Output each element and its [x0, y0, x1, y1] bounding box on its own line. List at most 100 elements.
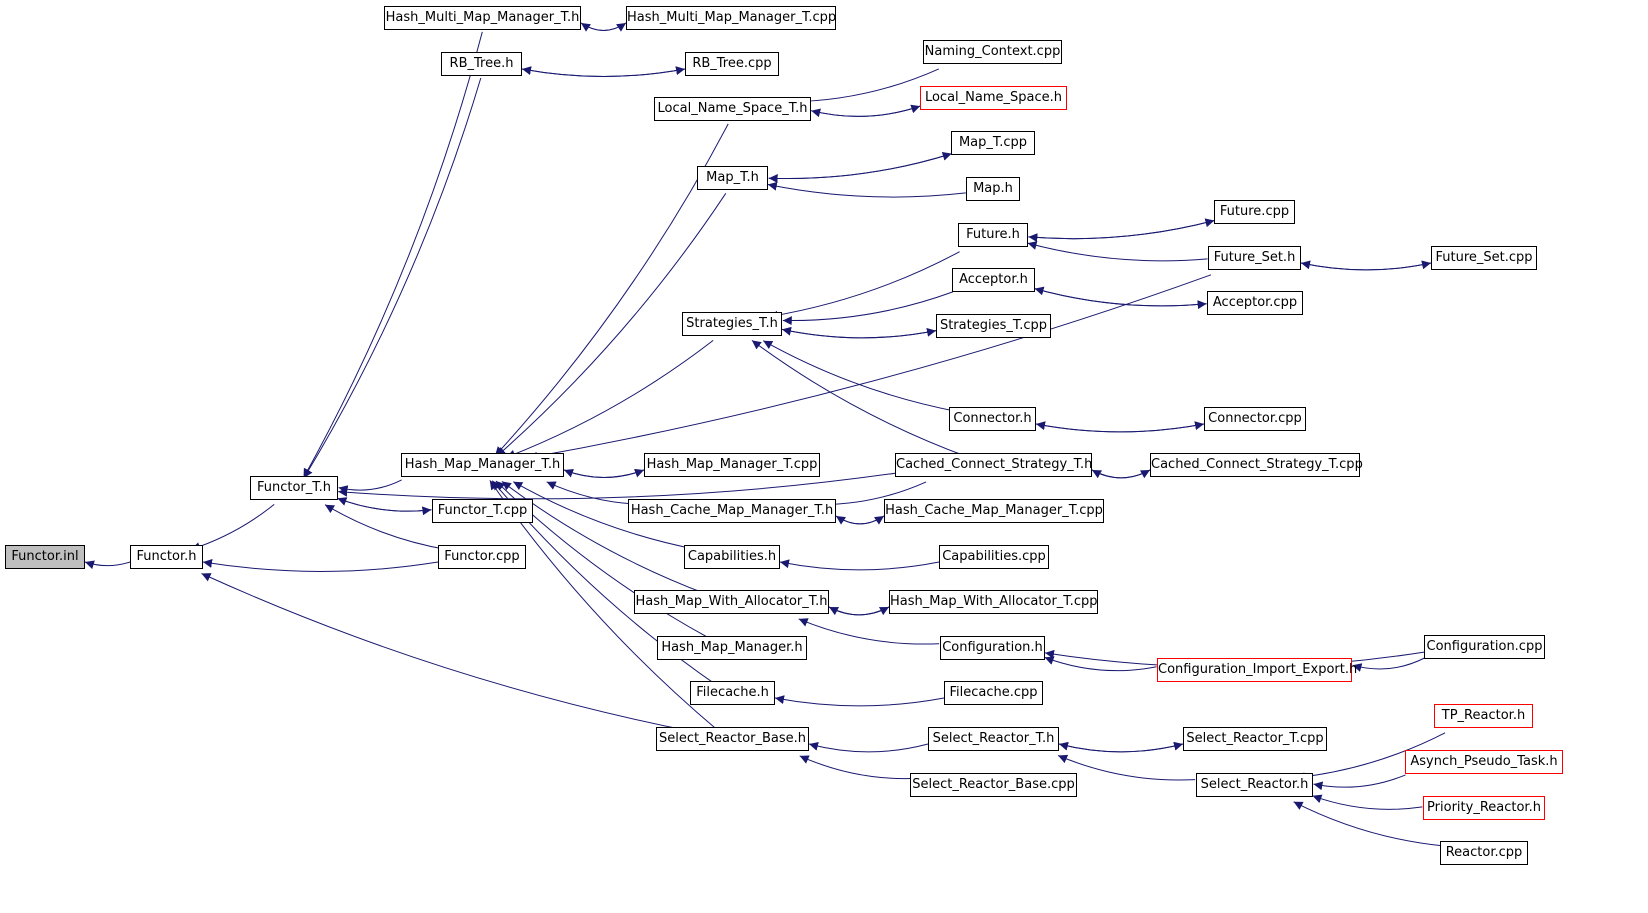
node-asynch-pseudo-task-h[interactable]: Asynch_Pseudo_Task.h	[1405, 750, 1563, 774]
edge-tp-reactor-h-to-sr-h	[1295, 732, 1446, 782]
node-connector-cpp[interactable]: Connector.cpp	[1204, 407, 1306, 431]
node-functor-h[interactable]: Functor.h	[130, 545, 203, 569]
node-functor-t-h[interactable]: Functor_T.h	[250, 476, 338, 500]
edge-srb-h-to-functor-h	[201, 573, 694, 733]
edge-future-h-to-future-cpp	[1028, 218, 1215, 240]
node-future-set-h[interactable]: Future_Set.h	[1208, 246, 1301, 270]
node-filecache-h[interactable]: Filecache.h	[690, 681, 775, 705]
edge-hmwa-t-h-to-hmwa-t-cpp	[828, 606, 890, 616]
edge-ccs-t-h-to-ccs-t-cpp	[1091, 469, 1151, 479]
edge-ccs-t-h-to-functor-t-h	[338, 472, 896, 500]
node-functor-inl[interactable]: Functor.inl	[5, 545, 85, 569]
edge-functor-h-to-functor-inl	[84, 560, 131, 570]
edge-capabilities-h-to-hmm-t-h	[513, 481, 698, 551]
edge-lns-t-h-to-hmm-t-h	[494, 123, 729, 457]
edge-map-t-h-to-hmm-t-h	[496, 193, 727, 457]
node-configuration-import-export-h[interactable]: Configuration_Import_Export.h	[1157, 658, 1357, 682]
node-configuration-h[interactable]: Configuration.h	[940, 636, 1045, 660]
node-local-name-space-t-h[interactable]: Local_Name_Space_T.h	[654, 97, 811, 121]
edge-map-h-to-map-t-h	[767, 181, 966, 198]
edge-rb-tree-h-to-functor-t-h	[303, 77, 482, 479]
node-connector-h[interactable]: Connector.h	[949, 407, 1036, 431]
node-naming-context-cpp[interactable]: Naming_Context.cpp	[923, 40, 1062, 64]
node-tp-reactor-h[interactable]: TP_Reactor.h	[1434, 704, 1533, 728]
node-hash-cache-map-manager-t-cpp[interactable]: Hash_Cache_Map_Manager_T.cpp	[884, 499, 1104, 523]
node-functor-cpp[interactable]: Functor.cpp	[438, 545, 526, 569]
edge-future-h-to-strategies-t-h	[768, 251, 960, 320]
node-hash-map-with-allocator-t-h[interactable]: Hash_Map_With_Allocator_T.h	[634, 590, 829, 614]
node-capabilities-h[interactable]: Capabilities.h	[684, 545, 780, 569]
node-configuration-cpp[interactable]: Configuration.cpp	[1424, 635, 1545, 659]
node-strategies-t-h[interactable]: Strategies_T.h	[682, 312, 782, 336]
node-select-reactor-t-cpp[interactable]: Select_Reactor_T.cpp	[1183, 727, 1327, 751]
node-map-t-cpp[interactable]: Map_T.cpp	[951, 131, 1035, 155]
edge-connector-h-to-connector-cpp	[1035, 421, 1205, 433]
node-select-reactor-h[interactable]: Select_Reactor.h	[1196, 773, 1313, 797]
node-future-set-cpp[interactable]: Future_Set.cpp	[1431, 246, 1537, 270]
edge-functor-t-h-to-functor-t-cpp	[337, 497, 432, 516]
node-select-reactor-base-cpp[interactable]: Select_Reactor_Base.cpp	[910, 773, 1077, 797]
edge-connector-h-to-strategies-t-h	[762, 340, 958, 413]
node-future-h[interactable]: Future.h	[958, 223, 1028, 247]
node-hash-multi-map-manager-t-cpp[interactable]: Hash_Multi_Map_Manager_T.cpp	[626, 6, 836, 30]
edge-functor-t-cpp-to-functor-t-h	[337, 497, 432, 512]
edge-future-set-h-to-future-h	[1027, 241, 1208, 262]
node-priority-reactor-h[interactable]: Priority_Reactor.h	[1423, 796, 1545, 820]
edge-acceptor-h-to-acceptor-cpp	[1034, 288, 1207, 310]
edge-hcmm-t-h-to-hcmm-t-cpp	[835, 515, 885, 525]
edge-capabilities-cpp-to-capabilities-h	[779, 559, 940, 571]
node-filecache-cpp[interactable]: Filecache.cpp	[944, 681, 1043, 705]
edge-hmmm-t-h-to-functor-t-h	[303, 31, 483, 479]
node-map-t-h[interactable]: Map_T.h	[697, 166, 768, 190]
node-functor-t-cpp[interactable]: Functor_T.cpp	[432, 499, 533, 523]
node-hash-map-manager-t-cpp[interactable]: Hash_Map_Manager_T.cpp	[644, 453, 820, 477]
node-reactor-cpp[interactable]: Reactor.cpp	[1440, 841, 1528, 865]
edge-acceptor-cpp-to-acceptor-h	[1034, 286, 1207, 307]
edge-sr-t-h-to-srb-h	[808, 741, 929, 753]
node-strategies-t-cpp[interactable]: Strategies_T.cpp	[936, 314, 1051, 338]
node-select-reactor-base-h[interactable]: Select_Reactor_Base.h	[656, 727, 809, 751]
node-acceptor-cpp[interactable]: Acceptor.cpp	[1207, 291, 1303, 315]
edge-lns-t-h-to-lns-h	[811, 104, 921, 117]
node-map-h[interactable]: Map.h	[966, 177, 1020, 201]
node-capabilities-cpp[interactable]: Capabilities.cpp	[939, 545, 1049, 569]
edge-sr-t-h-to-sr-t-cpp	[1058, 741, 1184, 753]
edge-cie-h-to-configuration-h	[1044, 656, 1157, 672]
node-rb-tree-cpp[interactable]: RB_Tree.cpp	[685, 52, 779, 76]
node-select-reactor-t-h[interactable]: Select_Reactor_T.h	[928, 727, 1059, 751]
edge-filecache-cpp-to-filecache-h	[774, 695, 945, 707]
edge-strategies-t-h-to-strategies-t-cpp	[781, 327, 937, 339]
edge-rb-tree-h-to-rb-tree-cpp	[521, 66, 686, 77]
edge-hmwa-t-h-to-hmm-t-h	[501, 481, 708, 595]
node-cached-connect-strategy-t-cpp[interactable]: Cached_Connect_Strategy_T.cpp	[1150, 453, 1363, 477]
node-local-name-space-h[interactable]: Local_Name_Space.h	[920, 86, 1067, 110]
edge-map-t-h-to-map-t-cpp	[768, 151, 952, 180]
node-future-cpp[interactable]: Future.cpp	[1214, 200, 1295, 224]
edge-future-set-h-to-future-set-cpp	[1300, 260, 1432, 271]
edge-hmmm-t-h-to-hmmm-t-cpp	[580, 22, 627, 32]
node-rb-tree-h[interactable]: RB_Tree.h	[441, 52, 522, 76]
edge-configuration-cpp-to-cie-h	[1352, 657, 1425, 672]
edge-strategies-t-h-to-hmm-t-h	[506, 340, 714, 459]
node-hash-map-manager-h[interactable]: Hash_Map_Manager.h	[657, 636, 807, 660]
edge-map-t-cpp-to-map-t-h	[768, 153, 952, 184]
edge-functor-t-h-to-functor-h	[190, 504, 275, 551]
edge-reactor-cpp-to-sr-h	[1293, 801, 1443, 847]
edge-hmm-t-h-to-functor-t-h	[338, 479, 402, 494]
edge-priority-reactor-h-to-sr-h	[1312, 794, 1423, 810]
node-hash-map-with-allocator-t-cpp[interactable]: Hash_Map_With_Allocator_T.cpp	[889, 590, 1098, 614]
edge-configuration-h-to-hmwa-t-h	[798, 618, 940, 645]
node-cached-connect-strategy-t-h[interactable]: Cached_Connect_Strategy_T.h	[895, 453, 1092, 477]
edge-sr-h-to-sr-t-h	[1057, 754, 1196, 781]
node-hash-cache-map-manager-t-h[interactable]: Hash_Cache_Map_Manager_T.h	[628, 499, 836, 523]
edge-future-set-h-to-hmm-t-h	[528, 274, 1212, 461]
edge-srb-cpp-to-srb-h	[799, 755, 925, 780]
edge-acceptor-h-to-strategies-t-h	[782, 291, 953, 326]
node-hash-map-manager-t-h[interactable]: Hash_Map_Manager_T.h	[401, 453, 564, 477]
edge-ccs-t-h-to-strategies-t-h	[751, 339, 970, 458]
node-hash-multi-map-manager-t-h[interactable]: Hash_Multi_Map_Manager_T.h	[384, 6, 581, 30]
edge-hmm-t-h-to-hmm-t-cpp	[563, 468, 645, 478]
node-acceptor-h[interactable]: Acceptor.h	[952, 268, 1035, 292]
